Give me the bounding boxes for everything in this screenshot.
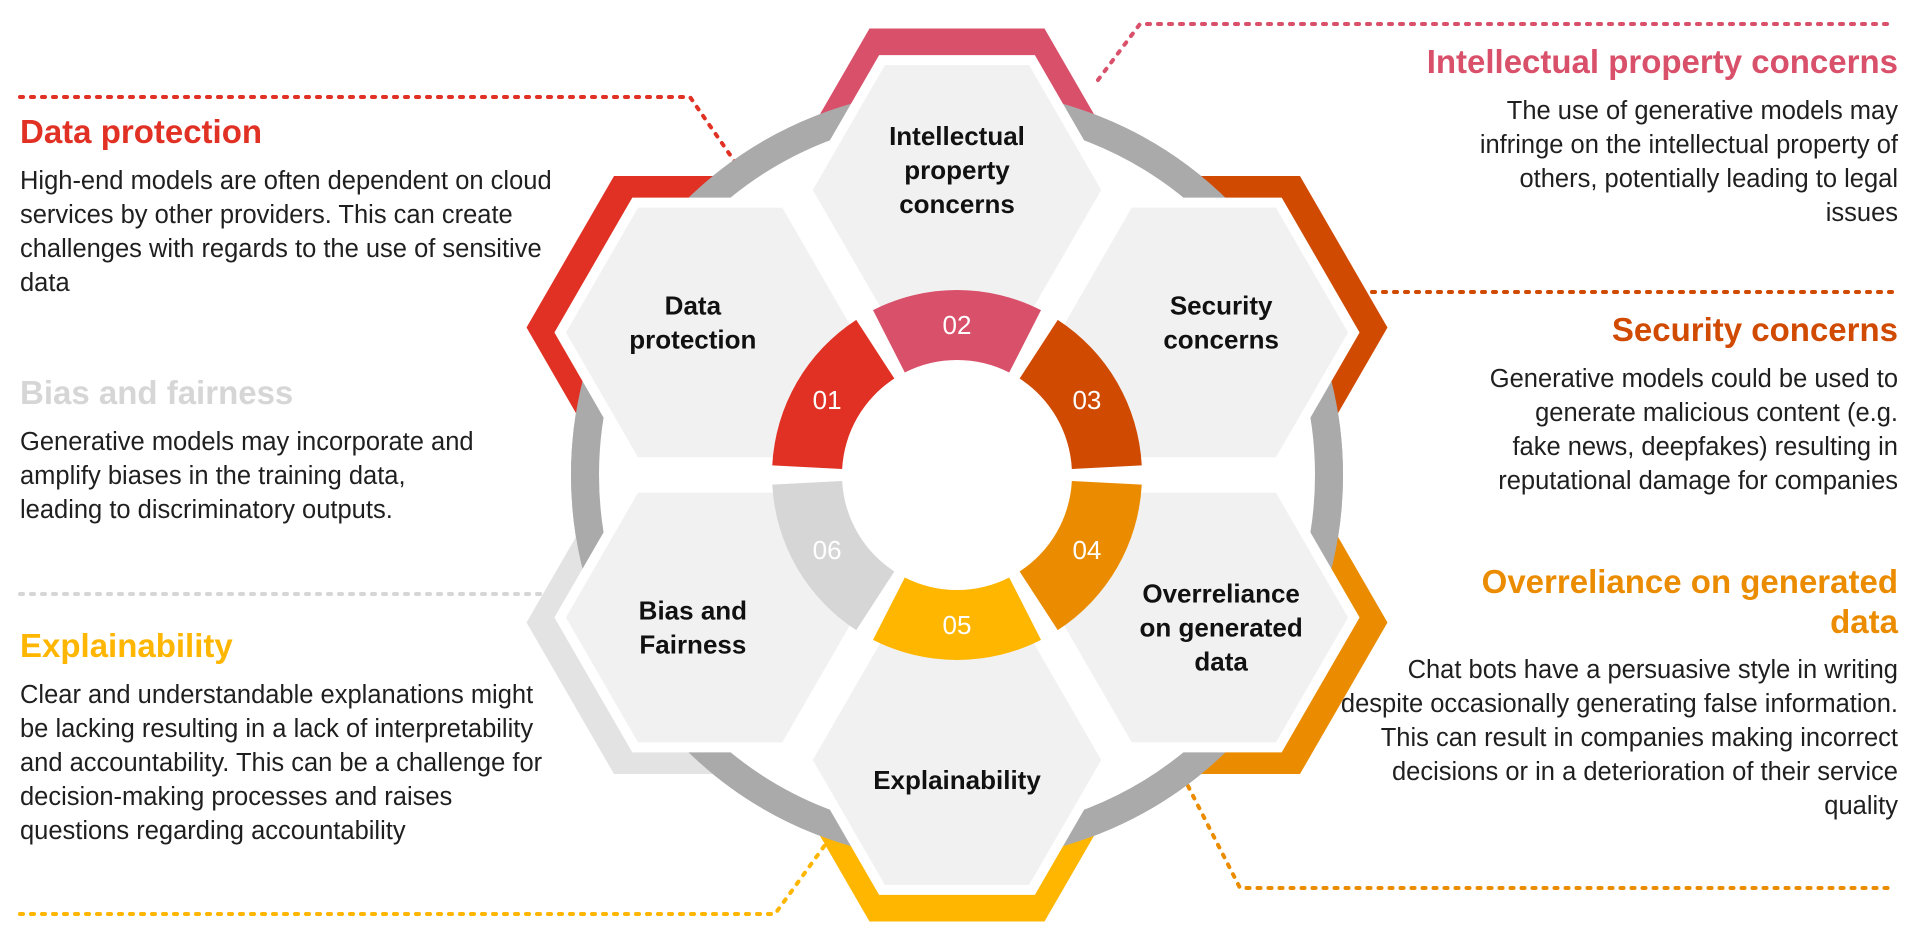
panel-text-intellectual-property: The use of generative models may infring… (1479, 96, 1898, 227)
hex-label-line: data (1194, 647, 1248, 677)
inner-segment-shape (873, 290, 1041, 373)
inner-segment-shape (873, 577, 1041, 660)
hex-label-line: Overreliance (1142, 579, 1300, 609)
connector-lines (18, 22, 1897, 916)
panel-explainability: Explainability Clear and understandable … (20, 626, 565, 848)
inner-segment-explainability: 05 (873, 577, 1041, 660)
connector-data-protection (18, 95, 737, 164)
segment-number: 06 (813, 535, 842, 565)
segment-number: 02 (943, 310, 972, 340)
hex-label-line: Security (1170, 291, 1273, 321)
panel-intellectual-property: Intellectual property concerns The use o… (1338, 42, 1898, 230)
panel-heading-explainability: Explainability (20, 627, 233, 664)
panel-text-overreliance: Chat bots have a persuasive style in wri… (1340, 656, 1898, 821)
hex-label-line: protection (629, 325, 756, 355)
hex-label-line: Fairness (639, 630, 746, 660)
inner-segment-intellectual-property: 02 (873, 290, 1041, 373)
panel-heading-security: Security concerns (1611, 311, 1898, 348)
inner-segment-shape (772, 481, 895, 631)
hex-tile-explainability: Explainability (801, 625, 1113, 895)
panel-heading-bias: Bias and fairness (20, 374, 294, 411)
inner-segment-overreliance: 04 (1019, 481, 1142, 631)
inner-segment-bias: 06 (772, 481, 895, 631)
hex-label-line: concerns (1163, 325, 1279, 355)
inner-segment-shape (772, 319, 895, 469)
hex-label-line: on generated (1140, 613, 1303, 643)
connector-overreliance (1186, 784, 1897, 890)
inner-number-ring: 01 02 03 04 05 06 (772, 290, 1142, 660)
panel-overreliance: Overreliance on generated data Chat bots… (1338, 562, 1898, 823)
panel-text-security: Generative models could be used to gener… (1489, 364, 1898, 495)
panel-heading-overreliance: Overreliance on generated data (1481, 563, 1898, 640)
inner-segment-security: 03 (1019, 319, 1142, 469)
segment-number: 04 (1072, 535, 1101, 565)
panel-bias-fairness: Bias and fairness Generative models may … (20, 373, 565, 527)
segment-number: 01 (813, 385, 842, 415)
panel-security: Security concerns Generative models coul… (1338, 310, 1898, 498)
segment-number: 03 (1072, 385, 1101, 415)
panel-heading-data-protection: Data protection (20, 113, 263, 150)
connector-intellectual-property (1096, 22, 1897, 82)
connector-explainability (18, 843, 827, 916)
hexagon-tiles: Data protection Intellectual property concer… (526, 28, 1388, 922)
panel-text-data-protection: High-end models are often dependent on c… (20, 166, 552, 297)
panel-data-protection: Data protection High-end models are ofte… (20, 112, 565, 300)
panel-heading-intellectual-property: Intellectual property concerns (1426, 43, 1898, 80)
inner-segment-data-protection: 01 (772, 319, 895, 469)
hex-label-line: property (904, 155, 1010, 185)
hex-label-line: Intellectual (889, 121, 1025, 151)
hex-label-line: Data (665, 291, 722, 321)
hex-label-line: Explainability (873, 765, 1041, 795)
panel-text-bias: Generative models may incorporate and am… (20, 427, 474, 524)
inner-segment-shape (1019, 319, 1142, 469)
hex-label-line: concerns (899, 189, 1015, 219)
inner-segment-shape (1019, 481, 1142, 631)
hex-label-line: Bias and (639, 596, 747, 626)
segment-number: 05 (943, 610, 972, 640)
panel-text-explainability: Clear and understandable explanations mi… (20, 680, 543, 845)
